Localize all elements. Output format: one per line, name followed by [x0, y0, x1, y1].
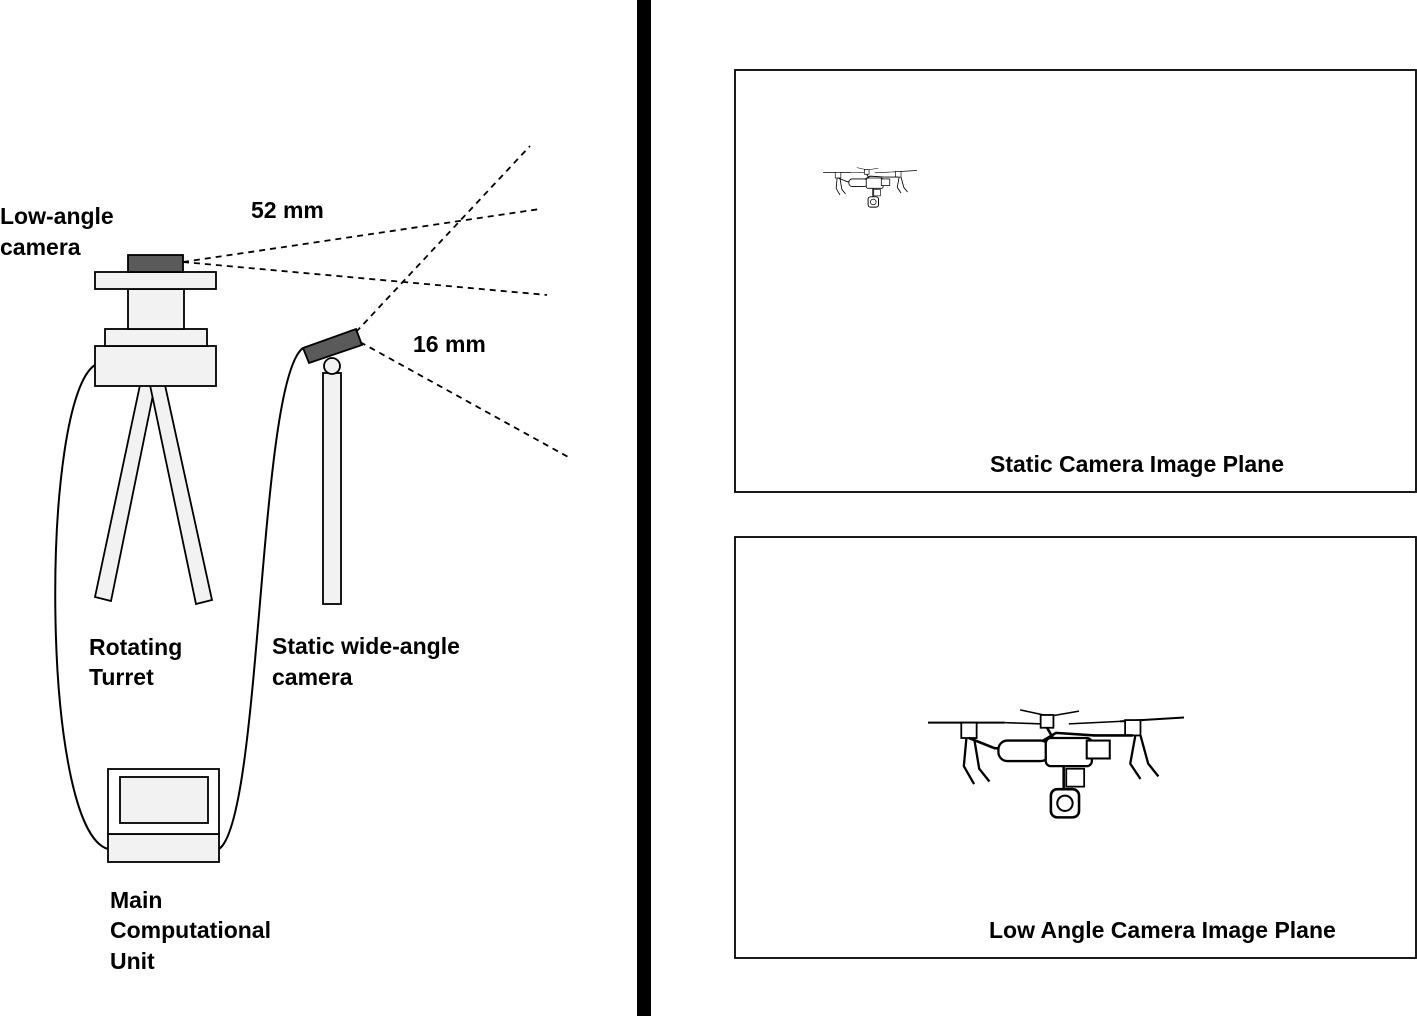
static-image-plane-frame	[734, 69, 1417, 493]
focal-length-16-label: 16 mm	[413, 331, 486, 357]
laptop-screen	[119, 776, 209, 824]
turret-base	[94, 345, 217, 387]
static-camera-body	[301, 327, 364, 365]
static-image-plane-label: Static Camera Image Plane	[990, 451, 1284, 477]
tripod-leg-left	[93, 384, 157, 603]
tripod-leg-right	[148, 384, 214, 606]
left-panel: Low-angle camera 52 mm 16 mm Rotating Tu…	[0, 145, 571, 974]
turret-column	[127, 288, 185, 330]
low-angle-camera-label: Low-angle camera	[0, 203, 120, 260]
panel-divider	[637, 0, 651, 1016]
static-image-plane: Static Camera Image Plane	[734, 69, 1417, 493]
turret-platform	[94, 271, 217, 290]
right-panel: Static Camera Image Plane Low Angle Came…	[734, 69, 1417, 959]
static-wide-angle-camera-label: Static wide-angle camera	[272, 633, 466, 690]
low-angle-fov	[182, 208, 548, 296]
main-computational-unit-label: Main Computational Unit	[110, 887, 277, 974]
static-wide-angle-camera	[301, 327, 364, 605]
rotating-turret	[93, 254, 217, 606]
rotating-turret-label: Rotating Turret	[89, 634, 189, 690]
low-angle-image-plane: Low Angle Camera Image Plane	[734, 536, 1417, 959]
static-camera-cable	[218, 347, 304, 850]
turret-cable	[54, 364, 109, 850]
laptop-base	[107, 833, 220, 863]
low-angle-image-plane-label: Low Angle Camera Image Plane	[989, 917, 1336, 943]
static-fov	[355, 145, 571, 459]
turret-collar	[104, 328, 208, 347]
camera-pole	[322, 372, 342, 605]
focal-length-52-label: 52 mm	[251, 197, 324, 223]
main-computational-unit	[107, 768, 220, 863]
low-angle-camera-body	[127, 254, 184, 273]
camera-mount-ball	[323, 357, 341, 375]
